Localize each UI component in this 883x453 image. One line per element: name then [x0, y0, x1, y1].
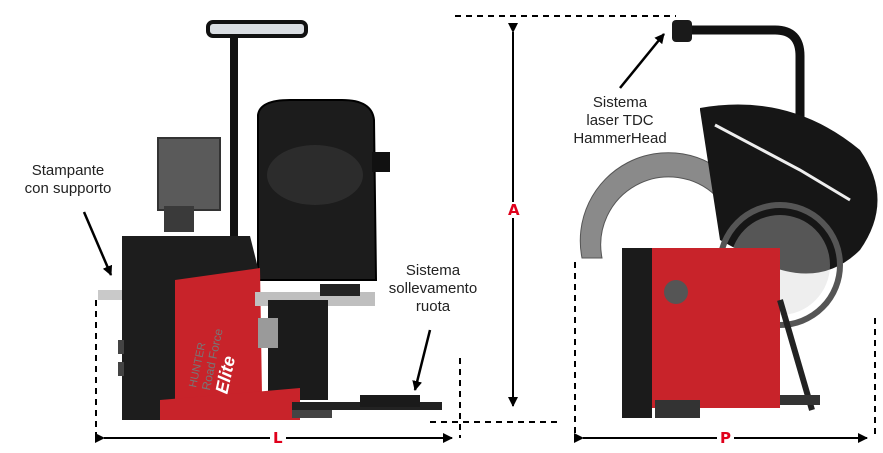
hood-handle	[372, 152, 390, 172]
spindle-hub	[258, 318, 278, 348]
spindle-housing	[268, 300, 328, 400]
hood-ring	[267, 145, 363, 205]
monitor-mount	[164, 206, 194, 232]
callout-arrows	[82, 33, 665, 391]
light-bar	[206, 20, 308, 38]
laser-arm	[680, 25, 805, 145]
cabinet-red-panel	[175, 268, 262, 420]
printer-label: Stampante con supporto	[24, 162, 112, 197]
dimension-height-label: A	[505, 202, 523, 218]
wheel-lift-plate	[360, 395, 420, 407]
wheel-lift-label: Sistema sollevamento ruota	[388, 262, 478, 315]
laser-system-label: Sistema laser TDC HammerHead	[573, 94, 667, 147]
laser-head	[672, 20, 692, 42]
support-post	[230, 36, 238, 256]
lift-callout-arrow	[412, 329, 432, 391]
arm-clamp	[320, 284, 360, 296]
wheel-lift-base	[292, 410, 332, 418]
dimension-length-label: L	[270, 430, 286, 446]
dimension-depth-label: P	[717, 430, 734, 446]
base-red	[160, 388, 300, 420]
side-view-machine	[579, 20, 878, 418]
monitor	[157, 137, 221, 211]
front-view-machine: HUNTER Road Force Elite	[98, 20, 442, 420]
laser-callout-arrow	[619, 33, 665, 89]
side-body-dark	[622, 248, 652, 418]
side-knob	[664, 280, 688, 304]
printer-callout-arrow	[82, 211, 113, 276]
side-base	[655, 400, 700, 418]
printer-tray	[98, 290, 130, 300]
